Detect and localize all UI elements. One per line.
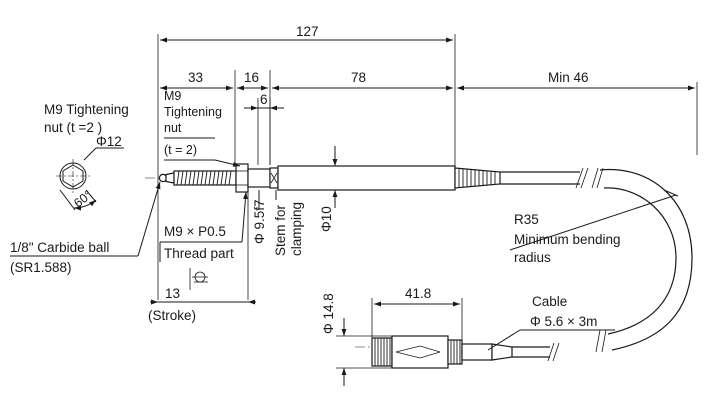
dim-overall-text: 127	[296, 24, 319, 39]
bend-label-1: R35	[514, 212, 539, 227]
nut-top-label-2: Tightening	[164, 105, 222, 119]
dim-nut-len-text: 16	[244, 70, 259, 85]
dim-stem-len-text: 78	[351, 70, 366, 85]
cable-label-1: Cable	[532, 294, 567, 309]
connector-assembly: 41.8 Φ 14.8	[321, 286, 615, 386]
nut-angle-text: 60°	[71, 188, 95, 211]
dim-stroke-text: 13	[165, 286, 180, 301]
stroke-label: (Stroke)	[148, 308, 196, 323]
dim-stroke: 13 (Stroke)	[148, 268, 256, 323]
dim-nut-width: 6	[244, 92, 284, 111]
nut-side-label-1: M9 Tightening	[44, 102, 129, 117]
dim-overall: 127	[160, 24, 453, 43]
carbide-label-1: 1/8" Carbide ball	[10, 240, 109, 255]
extension-lines	[157, 34, 698, 300]
cable-loop	[509, 167, 693, 353]
nut-top-label-4: (t = 2)	[164, 143, 197, 157]
nut-front-view: 60° Φ12	[56, 134, 124, 211]
nut-dia-text: Φ12	[96, 134, 122, 149]
dim-connector-len-text: 41.8	[405, 286, 431, 301]
dim-thread-len-text: 33	[188, 70, 203, 85]
thread-label-2: Thread part	[164, 246, 234, 261]
bend-label-2: Minimum bending	[514, 232, 621, 247]
dim-cable-min-text: Min 46	[548, 70, 589, 85]
dim-row-2: 33 16 78 Min 46	[160, 70, 695, 91]
clamping-stem	[247, 168, 271, 188]
thread-label-1: M9 × P0.5	[164, 224, 226, 239]
carbide-label-2: (SR1.588)	[10, 260, 72, 275]
bend-label-3: radius	[514, 250, 551, 265]
probe-body	[277, 165, 456, 191]
nut-top-label-1: M9	[164, 89, 181, 103]
stem-for-label-1: Stem for	[273, 204, 288, 256]
nut-top-label-3: nut	[164, 121, 182, 135]
stem-for-label-2: clamping	[289, 202, 304, 256]
stem-dia-text: Φ 9.5f7	[252, 199, 267, 244]
cable-label-2: Φ 5.6 × 3m	[530, 314, 597, 329]
dim-nut-width-text: 6	[260, 92, 268, 107]
connector-dia-text: Φ 14.8	[321, 293, 336, 334]
body-dia-text: Φ10	[319, 206, 334, 232]
probe-assembly	[145, 146, 589, 208]
tightening-nut	[235, 163, 249, 193]
nut-side-label-2: nut (t =2 )	[44, 120, 102, 135]
